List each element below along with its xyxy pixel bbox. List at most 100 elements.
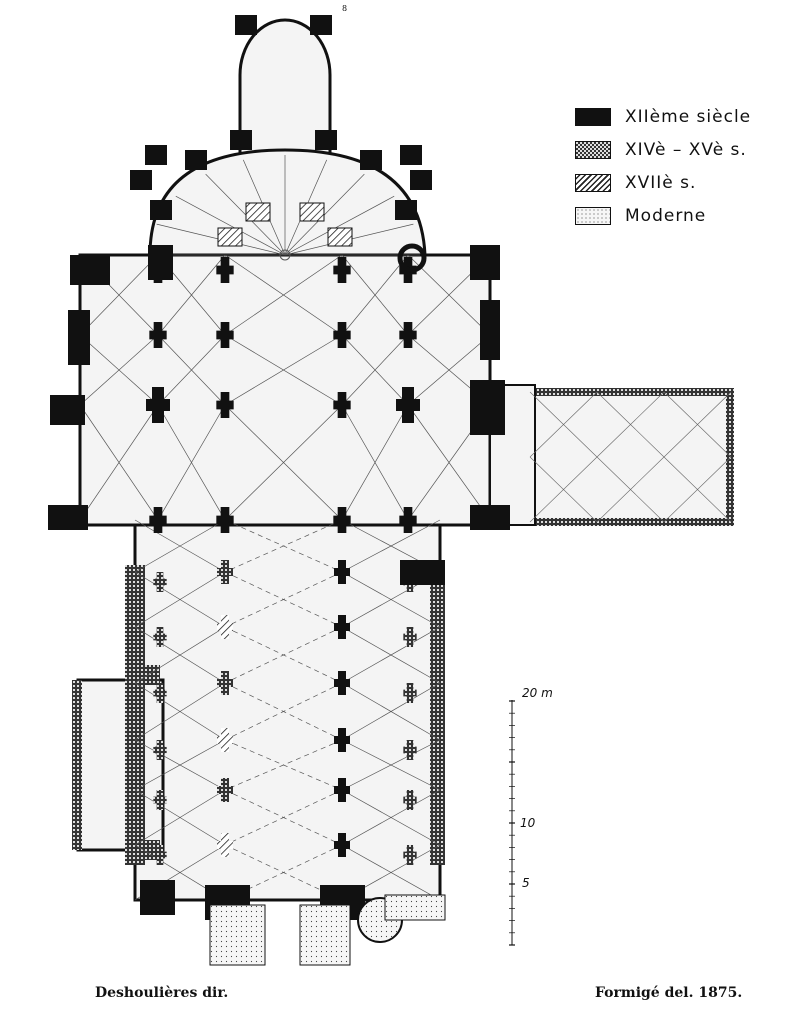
side-chapels bbox=[76, 678, 165, 852]
apse-buttress bbox=[310, 15, 332, 35]
pier bbox=[334, 778, 350, 802]
vault-rib bbox=[341, 739, 441, 791]
apse-buttress bbox=[150, 200, 172, 220]
legend: XIIème siècle XIVè – XVè s. XVIIè s. Mod… bbox=[575, 100, 751, 232]
legend-label: XIIème siècle bbox=[625, 106, 752, 127]
annex-chapel bbox=[526, 388, 734, 526]
pier bbox=[149, 507, 167, 534]
scale-label-20: 20 m bbox=[522, 686, 553, 700]
scale-label-10: 10 bbox=[520, 816, 536, 830]
pier bbox=[153, 740, 167, 761]
pier bbox=[216, 392, 234, 418]
modern-annex bbox=[384, 894, 446, 921]
apse-buttress bbox=[400, 145, 422, 165]
keystone bbox=[279, 249, 291, 261]
pier bbox=[216, 257, 234, 283]
xvii-pier bbox=[245, 202, 271, 222]
church-plan bbox=[48, 15, 734, 966]
apse-buttress bbox=[315, 130, 337, 150]
legend-item-xiv-xv: XIVè – XVè s. bbox=[575, 133, 751, 166]
legend-label: XIVè – XVè s. bbox=[625, 139, 747, 160]
xvii-pier bbox=[217, 227, 243, 247]
pier bbox=[217, 615, 233, 639]
buttress bbox=[48, 505, 88, 530]
apse-buttress bbox=[185, 150, 207, 170]
vault-rib bbox=[341, 682, 441, 741]
legend-label: Moderne bbox=[625, 205, 707, 226]
buttress bbox=[148, 245, 173, 280]
pier bbox=[333, 257, 351, 283]
vault-rib bbox=[224, 739, 343, 791]
nave bbox=[133, 523, 442, 902]
pier bbox=[396, 387, 420, 423]
vault-rib bbox=[157, 404, 226, 521]
vault-rib bbox=[341, 254, 409, 336]
caption-director: Deshoulières dir. bbox=[95, 985, 229, 1001]
vault-rib bbox=[134, 626, 226, 684]
pier bbox=[334, 615, 350, 639]
axial-chapel bbox=[238, 18, 332, 162]
vault-rib bbox=[157, 334, 226, 406]
pier bbox=[333, 507, 351, 534]
scale-label-5: 5 bbox=[522, 876, 530, 890]
aisle-wall bbox=[72, 680, 82, 850]
annex-rib bbox=[529, 456, 598, 523]
apse-rib bbox=[175, 195, 286, 256]
xvii-pier bbox=[327, 227, 353, 247]
vault-rib bbox=[134, 682, 226, 741]
apse-buttress bbox=[130, 170, 152, 190]
apse-buttress bbox=[410, 170, 432, 190]
vault-rib bbox=[79, 404, 159, 521]
legend-item-moderne: Moderne bbox=[575, 199, 751, 232]
pier bbox=[153, 845, 167, 866]
pier bbox=[334, 728, 350, 752]
vault-rib bbox=[341, 626, 441, 684]
buttress bbox=[470, 505, 510, 530]
apse-rib bbox=[284, 195, 395, 256]
vault-rib bbox=[224, 404, 343, 521]
pier bbox=[217, 671, 233, 695]
buttress bbox=[50, 395, 85, 425]
legend-item-xii: XIIème siècle bbox=[575, 100, 751, 133]
vault-rib bbox=[341, 519, 441, 573]
hatch-swatch-icon bbox=[575, 173, 611, 192]
vault-rib bbox=[224, 789, 343, 846]
vault-rib bbox=[224, 682, 343, 741]
pier bbox=[153, 627, 167, 648]
vault-rib bbox=[224, 334, 343, 406]
annex-rib bbox=[596, 391, 665, 458]
buttress bbox=[140, 880, 175, 915]
pier bbox=[153, 790, 167, 811]
pier bbox=[334, 671, 350, 695]
aisle-wall bbox=[130, 665, 160, 685]
aisle-wall bbox=[430, 565, 445, 865]
apse-rib bbox=[284, 173, 365, 256]
vault-rib bbox=[407, 334, 491, 406]
annex-rib bbox=[663, 456, 732, 523]
pier bbox=[334, 560, 350, 584]
vault-rib bbox=[134, 571, 226, 628]
transept bbox=[78, 253, 492, 527]
pier bbox=[334, 833, 350, 857]
pier bbox=[399, 507, 417, 534]
apse-rib bbox=[205, 173, 286, 256]
pier bbox=[403, 627, 417, 648]
buttress bbox=[470, 380, 505, 435]
aisle-wall bbox=[130, 840, 160, 860]
vault-rib bbox=[79, 254, 159, 336]
pier bbox=[403, 845, 417, 866]
buttress bbox=[70, 255, 110, 285]
vault-rib bbox=[224, 626, 343, 684]
modern-porch bbox=[209, 904, 266, 966]
vault-rib bbox=[157, 254, 226, 336]
apse-buttress bbox=[395, 200, 417, 220]
buttress bbox=[400, 560, 445, 585]
apse-buttress bbox=[230, 130, 252, 150]
modern-porch bbox=[299, 904, 351, 966]
pier bbox=[153, 572, 167, 593]
pier bbox=[403, 790, 417, 811]
apse-buttress bbox=[145, 145, 167, 165]
vault-rib bbox=[224, 571, 343, 628]
pier bbox=[146, 387, 170, 423]
